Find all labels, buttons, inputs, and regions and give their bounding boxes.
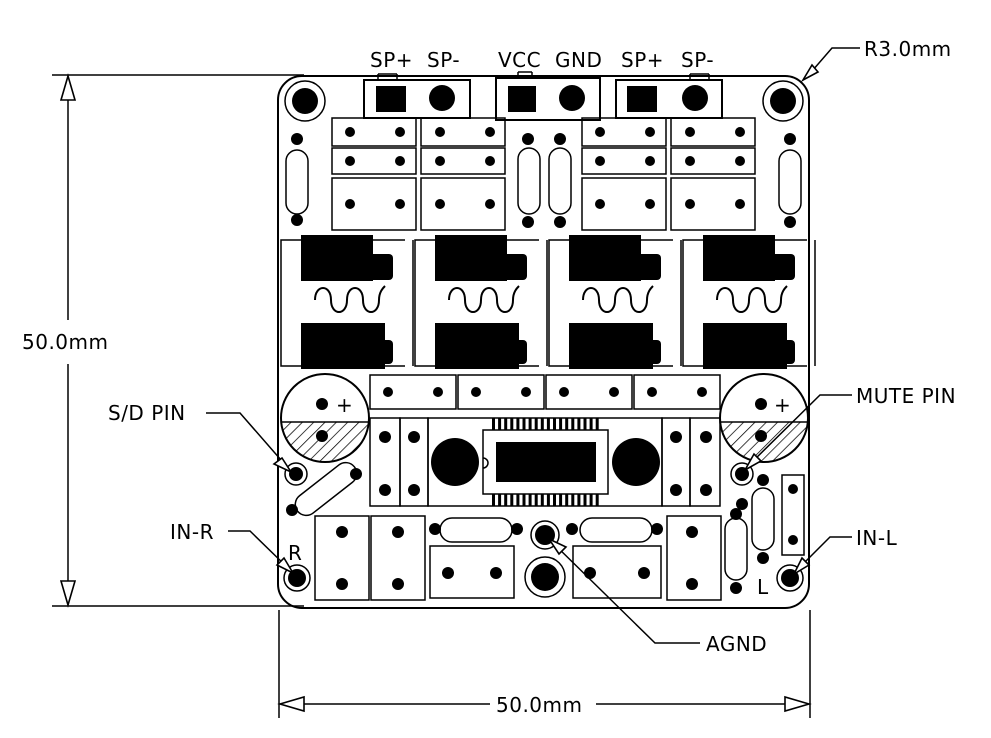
callout-in-r: IN-R bbox=[170, 520, 296, 575]
capacitor-pad-group-left bbox=[331, 117, 506, 231]
input-resistor-pads-right bbox=[666, 515, 722, 601]
dimension-width-label: 50.0mm bbox=[496, 693, 583, 717]
inductor-4 bbox=[682, 235, 816, 369]
label-right-sp-minus: SP- bbox=[681, 48, 714, 72]
callout-in-r-label: IN-R bbox=[170, 520, 214, 544]
callout-in-l-label: IN-L bbox=[856, 526, 898, 550]
chip-pins-top bbox=[492, 418, 599, 430]
label-left-sp-plus: SP+ bbox=[370, 48, 413, 72]
capacitor-polarity-plus-right: + bbox=[774, 393, 791, 417]
sd-pin-pad bbox=[284, 462, 308, 486]
callout-agnd: AGND bbox=[546, 537, 767, 656]
amplifier-chip bbox=[369, 417, 721, 507]
dimension-height-label: 50.0mm bbox=[22, 330, 109, 354]
callout-sd-pin: S/D PIN bbox=[108, 401, 294, 474]
oval-pad-left-edge bbox=[285, 133, 309, 226]
resistor-strip bbox=[369, 374, 721, 410]
board-outline bbox=[277, 75, 810, 609]
oval-pad-diagonal-left bbox=[286, 461, 362, 517]
mounting-hole-top-right bbox=[762, 80, 804, 122]
chip-pins-bottom bbox=[492, 494, 599, 506]
capacitor-pad-group-right bbox=[581, 117, 756, 231]
label-left-sp-minus: SP- bbox=[427, 48, 460, 72]
callout-radius: R3.0mm bbox=[800, 37, 952, 83]
speaker-connector-right bbox=[615, 73, 723, 119]
oval-pad-right-edge bbox=[778, 133, 802, 228]
callout-agnd-label: AGND bbox=[706, 632, 767, 656]
callout-mute-pin-label: MUTE PIN bbox=[856, 384, 956, 408]
power-connector bbox=[495, 71, 601, 121]
electrolytic-capacitor-left: + bbox=[280, 373, 370, 463]
callout-radius-label: R3.0mm bbox=[864, 37, 952, 61]
center-lower-pads bbox=[429, 517, 663, 599]
inductor-1 bbox=[280, 235, 414, 369]
label-gnd: GND bbox=[555, 48, 602, 72]
board-mark-l: L bbox=[757, 575, 769, 599]
callout-mute-pin: MUTE PIN bbox=[742, 384, 956, 473]
callout-in-l: IN-L bbox=[792, 526, 898, 577]
speaker-connector-left bbox=[363, 73, 471, 119]
right-side-pads bbox=[724, 474, 805, 594]
input-resistor-pads-left bbox=[314, 515, 426, 601]
label-vcc: VCC bbox=[498, 48, 541, 72]
capacitor-polarity-plus-left: + bbox=[336, 393, 353, 417]
oval-pad-center bbox=[517, 133, 572, 228]
inductor-3 bbox=[548, 235, 682, 369]
mounting-hole-bottom-center bbox=[524, 556, 566, 598]
mounting-hole-top-left bbox=[284, 80, 326, 122]
label-right-sp-plus: SP+ bbox=[621, 48, 664, 72]
dimension-width: 50.0mm bbox=[277, 610, 812, 718]
dimension-height: 50.0mm bbox=[22, 73, 304, 608]
inductor-row bbox=[280, 235, 816, 369]
inductor-2 bbox=[414, 235, 548, 369]
board-mark-r: R bbox=[288, 541, 302, 565]
callout-sd-pin-label: S/D PIN bbox=[108, 401, 186, 425]
